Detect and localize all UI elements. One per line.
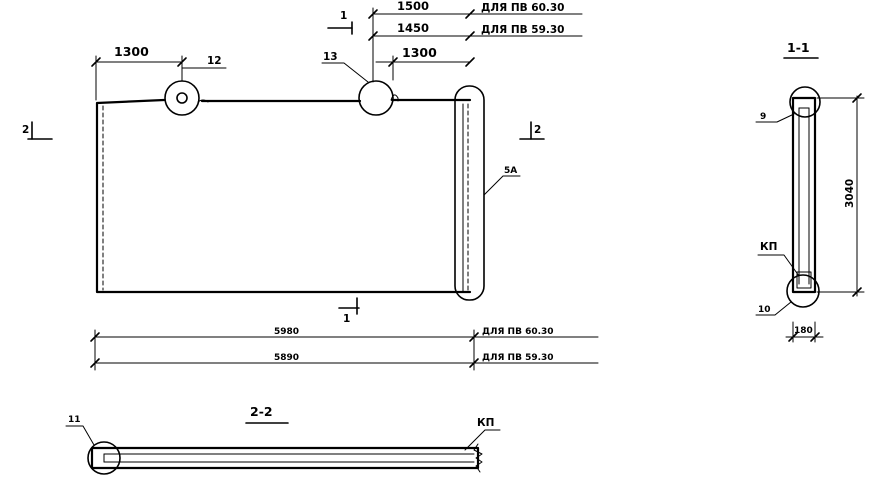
section-1-1-column <box>791 96 817 294</box>
callout-9-label: 9 <box>760 112 766 122</box>
detail-10-circle <box>786 274 820 308</box>
lifting-loop-12 <box>176 92 188 104</box>
section-2-2-title: 2-2 <box>250 404 273 419</box>
cut-1-top-label: 1 <box>340 10 347 22</box>
leader-kp-1-1 <box>757 254 800 277</box>
loop-hook-12 <box>197 99 209 103</box>
dim-180-text: 180 <box>794 326 813 336</box>
leader-13 <box>321 62 369 83</box>
cut-2-left-label: 2 <box>22 124 29 136</box>
callout-12-label: 12 <box>207 55 222 67</box>
section-2-2: 2-2 11 КП <box>65 404 501 475</box>
dim-3040-text: 3040 <box>844 179 856 208</box>
label-kp-1-1: КП <box>760 241 777 253</box>
detail-13-circle <box>358 80 394 116</box>
dim-5980-text: 5980 <box>274 327 299 337</box>
dim-1300-right-text: 1300 <box>402 45 437 60</box>
bottom-length-dimensions: 5980 5890 ДЛЯ ПВ 60.30 ДЛЯ ПВ 59.30 <box>90 327 599 371</box>
note-pv5930-top: ДЛЯ ПВ 59.30 <box>481 24 564 36</box>
callout-13-label: 13 <box>323 51 338 63</box>
callout-5a-label: 5А <box>504 166 517 176</box>
dim-1500-text: 1500 <box>397 0 429 13</box>
callout-10-label: 10 <box>758 305 771 315</box>
cut-2-right-label: 2 <box>534 124 541 136</box>
note-pv6030-bottom: ДЛЯ ПВ 60.30 <box>482 327 554 337</box>
dim-1450-text: 1450 <box>397 21 429 35</box>
leader-12 <box>181 67 227 82</box>
detail-12-circle <box>164 80 200 116</box>
section-1-1: 1-1 9 10 КП 3040 180 <box>755 40 865 343</box>
panel-outline <box>95 98 472 294</box>
section-2-2-slab <box>90 446 480 470</box>
note-pv5930-bottom: ДЛЯ ПВ 59.30 <box>482 353 554 363</box>
dim-1300-left-text: 1300 <box>114 44 149 59</box>
loop-hook-13 <box>390 94 399 102</box>
leader-9 <box>755 113 795 123</box>
main-elevation-view: 5А 12 13 1300 1300 1500 1450 <box>22 0 583 325</box>
label-kp-2-2: КП <box>477 417 494 429</box>
leader-10 <box>755 301 792 316</box>
leader-11 <box>65 425 95 446</box>
note-pv6030-top: ДЛЯ ПВ 60.30 <box>481 2 564 14</box>
detail-11-circle <box>87 441 121 475</box>
cut-1-bottom-label: 1 <box>343 313 350 325</box>
detail-9-circle <box>789 86 821 118</box>
dim-5890-text: 5890 <box>274 353 299 363</box>
leader-5a <box>483 175 521 196</box>
section-1-1-title: 1-1 <box>787 40 810 55</box>
leader-kp-2-2 <box>464 429 501 451</box>
callout-11-label: 11 <box>68 415 81 425</box>
detail-5a-oval <box>454 85 485 301</box>
